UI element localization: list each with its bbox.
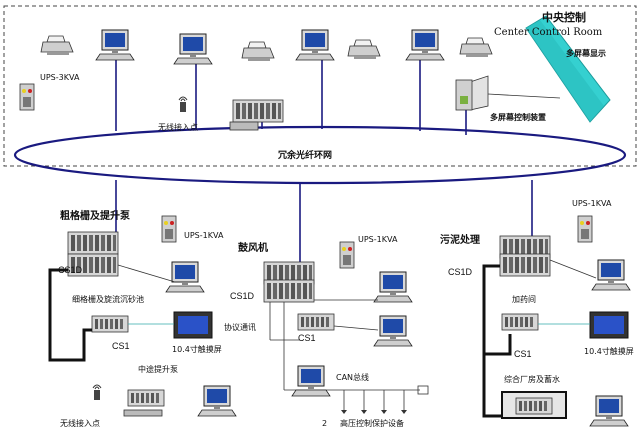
antenna-icon [178, 96, 188, 113]
pc-icon [295, 29, 335, 61]
plc-icon [501, 313, 539, 331]
fiber-ring [13, 125, 627, 185]
center-title-en: Center Control Room [494, 27, 603, 38]
pc-icon [591, 259, 631, 291]
station-lift-wireless: 无线接入点 [60, 419, 100, 428]
station-sludge-building: 综合厂房及蓄水 [504, 375, 560, 384]
printer-icon [347, 39, 381, 60]
touchscreen-icon [589, 311, 629, 339]
ups-icon [161, 215, 177, 243]
plc-icon [297, 313, 335, 331]
station-coarse-cs1: CS1 [112, 341, 130, 351]
plc-icon [232, 99, 284, 123]
pc-icon [197, 385, 237, 417]
station-sludge-title: 污泥处理 [440, 235, 480, 246]
ups-icon [577, 215, 593, 243]
pc-icon [291, 365, 331, 397]
wireless-label-top: 无线接入点 [158, 123, 198, 132]
switch-icon [229, 121, 259, 131]
station-sludge-cs1: CS1 [514, 349, 532, 359]
display-wall-icon [525, 15, 611, 123]
plc-icon [127, 389, 165, 407]
plc-icon [91, 315, 129, 333]
station-blower-cs1: CS1 [298, 333, 316, 343]
station-sludge-touch: 10.4寸触摸屏 [584, 347, 634, 356]
ups-icon [339, 241, 355, 269]
station-blower-can-num: 2 [322, 419, 328, 428]
can-bus-ends [341, 410, 407, 414]
control-room-frame [3, 5, 637, 167]
ups-icon [19, 83, 35, 111]
pc-icon [95, 29, 135, 61]
station-coarse-ups: UPS-1KVA [184, 231, 224, 240]
server-icon [455, 75, 489, 111]
top-drop-lines [115, 55, 533, 262]
pc-icon [173, 33, 213, 65]
antenna-icon [92, 384, 102, 401]
station-coarse-cs1d: CS1D [58, 265, 83, 275]
pc-icon [373, 315, 413, 347]
station-blower-can: CAN总线 [336, 373, 370, 382]
can-bus-drops [343, 390, 405, 410]
station-blower-hv: 高压控制保护设备 [340, 419, 404, 428]
station-lift-title: 中途提升泵 [138, 365, 178, 374]
pc-icon [405, 29, 445, 61]
ups-3kva-label: UPS-3KVA [40, 73, 80, 82]
station-sludge-cs1d: CS1D [448, 267, 473, 277]
plc-icon [515, 397, 553, 415]
plc-icon [499, 253, 551, 277]
pc-icon [165, 261, 205, 293]
station-coarse-touch: 10.4寸触摸屏 [172, 345, 222, 354]
pc-icon [589, 395, 629, 427]
station-sludge-ups: UPS-1KVA [572, 199, 612, 208]
station-blower-cs1d: CS1D [230, 291, 255, 301]
ring-label: 冗余光纤环网 [278, 151, 333, 161]
printer-icon [241, 41, 275, 62]
wall-label: 多屏幕显示 [566, 49, 606, 58]
printer-icon [40, 35, 74, 56]
station-blower-ups: UPS-1KVA [358, 235, 398, 244]
wall-ctrl-label: 多屏幕控制装置 [490, 113, 546, 122]
pc-icon [373, 271, 413, 303]
plc-icon [67, 231, 119, 255]
station-sludge-dosing: 加药间 [512, 295, 536, 304]
printer-icon [459, 37, 493, 58]
station-coarse-sub: 细格栅及旋流沉砂池 [72, 295, 144, 304]
center-title-cn: 中央控制 [542, 11, 586, 24]
touchscreen-icon [173, 311, 213, 339]
station-coarse-title: 粗格栅及提升泵 [60, 211, 130, 222]
plc-icon [263, 279, 315, 303]
station-blower-title: 鼓风机 [238, 243, 268, 254]
station-blower-protocol: 协议通讯 [224, 323, 256, 332]
